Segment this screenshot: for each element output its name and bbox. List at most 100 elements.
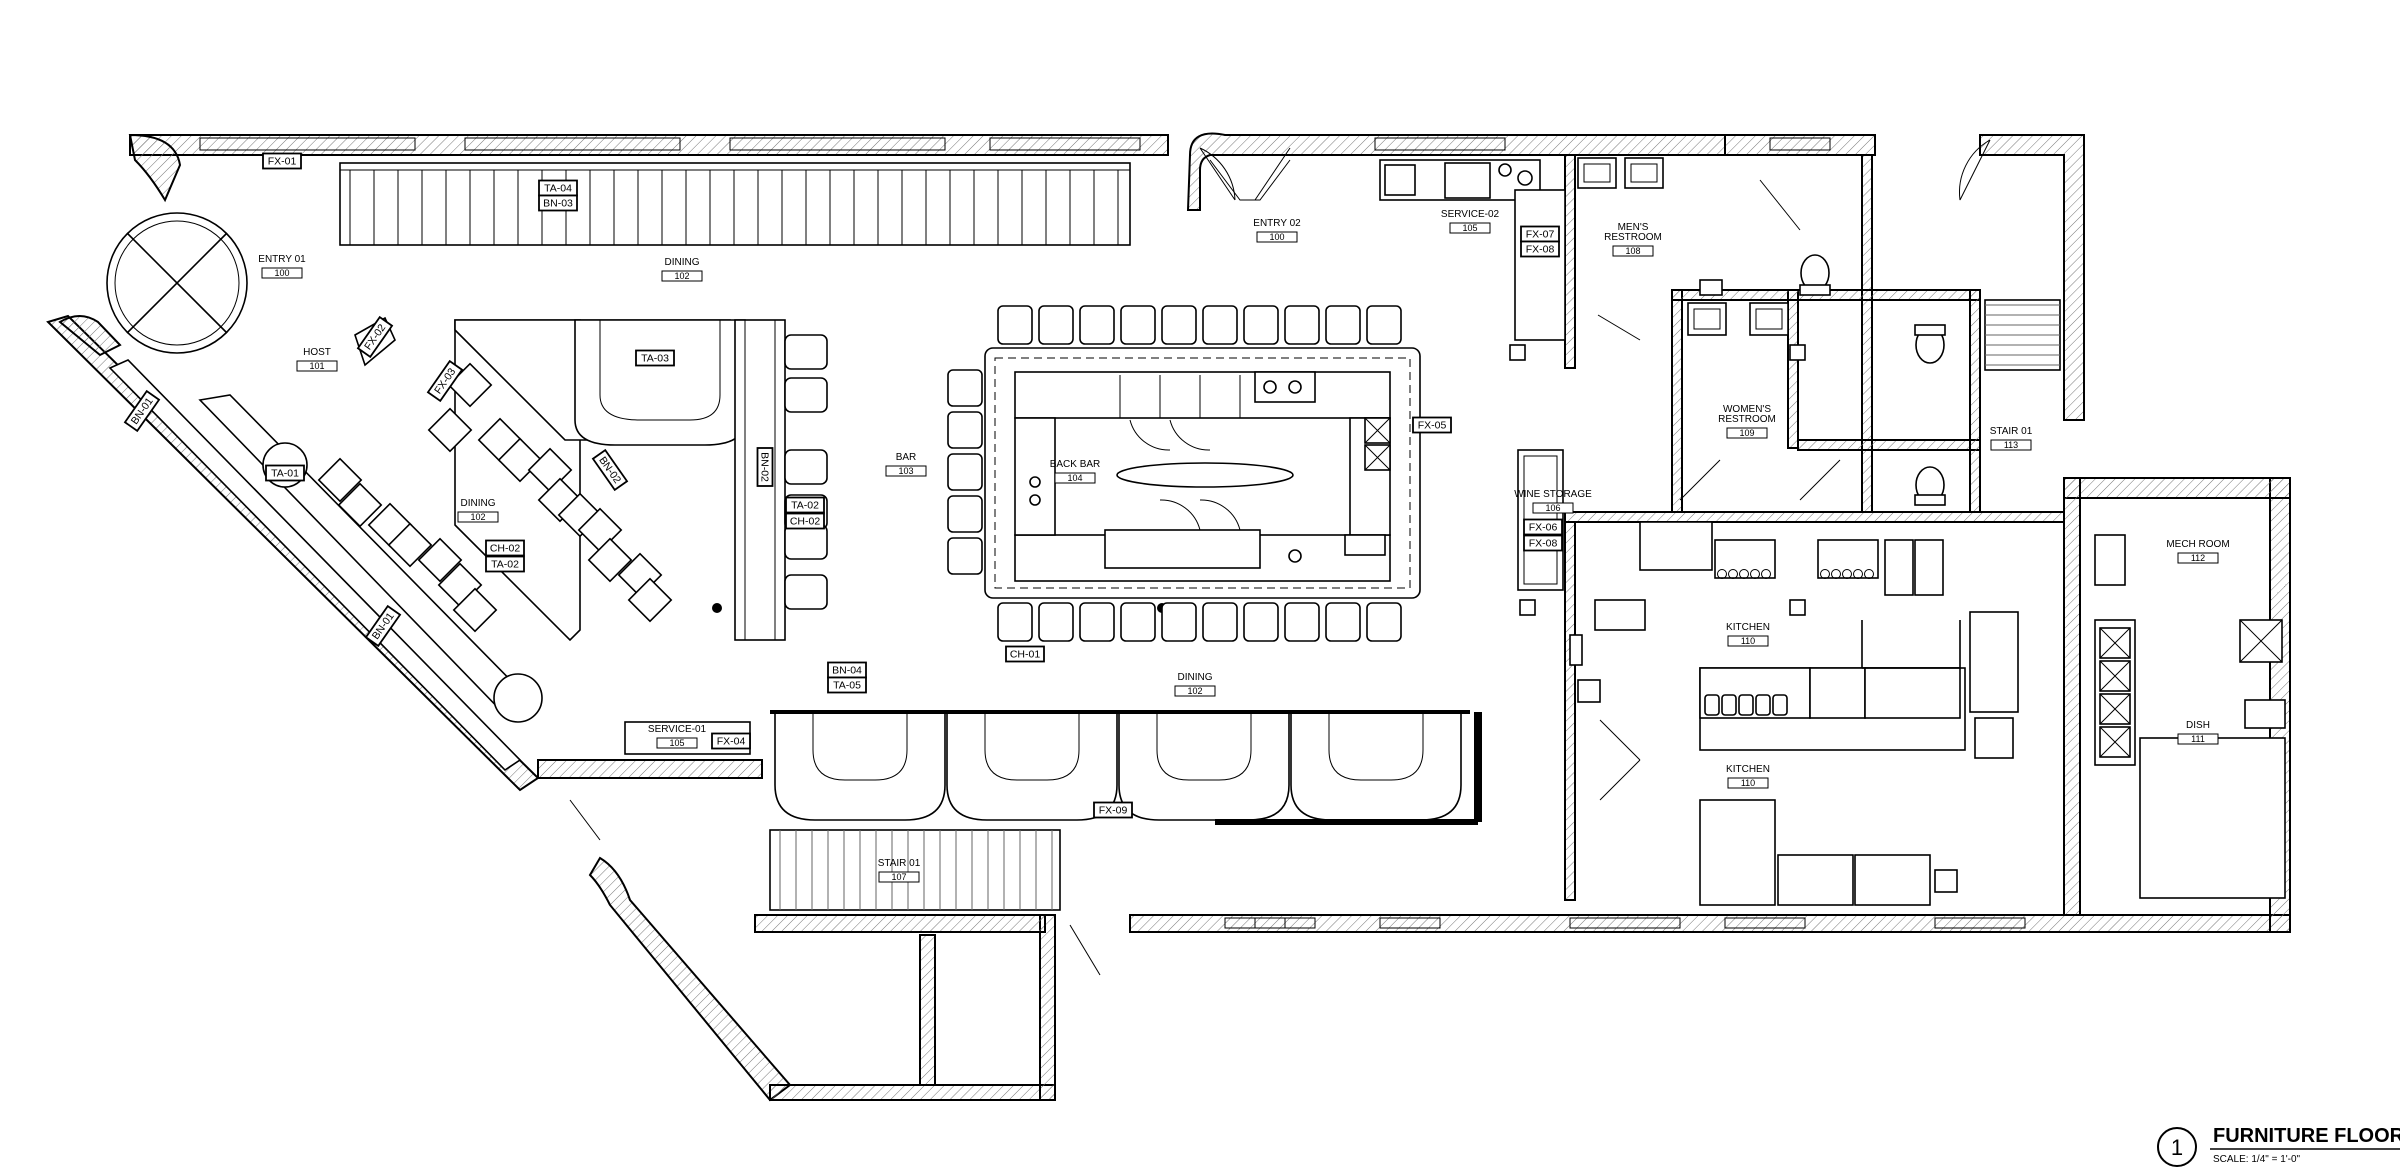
room-name: DINING: [1178, 672, 1213, 683]
room-number: 105: [669, 738, 684, 748]
burner: [1761, 569, 1771, 579]
tag-label: TA-03: [641, 352, 669, 364]
bar-stool: [1325, 602, 1361, 642]
tag-label: CH-02: [790, 515, 821, 527]
well: [1772, 694, 1788, 716]
furniture-tag: TA-05: [827, 676, 867, 694]
tag-label: CH-02: [490, 542, 521, 554]
room-name: WOMEN'S: [1723, 404, 1771, 415]
booth-seat: [784, 574, 828, 610]
room-number: 109: [1739, 428, 1754, 438]
furniture-tag: TA-02: [485, 555, 525, 573]
furniture-tag: TA-04: [538, 179, 578, 197]
room-name: RESTROOM: [1718, 414, 1776, 425]
room-name: ENTRY 01: [258, 254, 306, 265]
tag-label: FX-01: [268, 155, 297, 167]
bar-stool: [997, 305, 1033, 345]
room-name: BAR: [896, 452, 917, 463]
restroom-fixtures: [1577, 157, 1946, 506]
bar-stool: [1243, 305, 1279, 345]
tag-label: FX-04: [717, 735, 746, 747]
bar-stool: [1284, 305, 1320, 345]
room-name: HOST: [303, 347, 331, 358]
bar-stool: [1243, 602, 1279, 642]
room-name: SERVICE-02: [1441, 209, 1500, 220]
bar-stool: [1325, 305, 1361, 345]
dining-chairs-left: [317, 362, 673, 633]
tag-label: BN-04: [832, 664, 862, 676]
booth: [1118, 712, 1290, 821]
drawing-title: FURNITURE FLOOR I: [2213, 1125, 2400, 1147]
tag-label: FX-08: [1526, 243, 1555, 255]
room-name: DISH: [2186, 720, 2210, 731]
bar-stool: [1079, 305, 1115, 345]
furniture-tag: CH-01: [1005, 645, 1045, 663]
stair-113: [1984, 299, 2061, 371]
furniture-tag: CH-02: [785, 512, 825, 530]
booth-ta-03: [574, 319, 746, 446]
furniture-tag: FX-02: [356, 315, 394, 359]
room-number: 107: [891, 872, 906, 882]
dish-racks: [2099, 627, 2131, 758]
room-name: DINING: [665, 257, 700, 268]
room-number: 100: [274, 268, 289, 278]
north-banquette: [339, 162, 1131, 246]
furniture-tag: FX-01: [262, 152, 302, 170]
room-number: 113: [2004, 440, 2018, 450]
revolving-door: [106, 212, 248, 354]
room-number: 100: [1269, 232, 1284, 242]
kitchen-burners: [1704, 569, 1874, 716]
furniture-tag: FX-08: [1520, 240, 1560, 258]
room-name: DINING: [461, 498, 496, 509]
burner: [1842, 569, 1852, 579]
bar-stool: [1161, 305, 1197, 345]
tag-label: BN-02: [759, 452, 771, 482]
bar-stool: [947, 453, 983, 491]
furniture-tag: BN-02: [591, 448, 629, 492]
title-block: 1 FURNITURE FLOOR I SCALE: 1/4" = 1'-0": [2157, 1125, 2400, 1167]
room-number: 106: [1545, 503, 1560, 513]
bar-stool: [947, 411, 983, 449]
room-number: 101: [309, 361, 324, 371]
bar-stool: [1366, 602, 1402, 642]
burner: [1750, 569, 1760, 579]
room-number: 111: [2191, 734, 2205, 744]
tag-label: TA-02: [491, 558, 519, 570]
room-number: 108: [1625, 246, 1640, 256]
room-number: 102: [470, 512, 485, 522]
tag-label: FX-09: [1099, 804, 1128, 816]
furniture-tag: TA-02: [785, 496, 825, 514]
tag-label: CH-01: [1010, 648, 1041, 660]
bar-stool: [1284, 602, 1320, 642]
well: [1721, 694, 1737, 716]
well: [1738, 694, 1754, 716]
tag-label: TA-02: [791, 499, 819, 511]
bar-stool: [1038, 305, 1074, 345]
dining-chair: [387, 522, 433, 568]
room-name: RESTROOM: [1604, 232, 1662, 243]
dining-chair: [427, 407, 473, 453]
booth: [774, 712, 946, 821]
furniture-tag: BN-02: [756, 447, 774, 487]
bar-stool: [1202, 602, 1238, 642]
doors: [569, 139, 1991, 976]
room-name: WINE STORAGE: [1514, 489, 1592, 500]
burner: [1864, 569, 1874, 579]
bar-stool: [1038, 602, 1074, 642]
room-number: 110: [1741, 778, 1755, 788]
well: [1755, 694, 1771, 716]
furniture-tag: TA-01: [265, 464, 305, 482]
tag-label: BN-03: [543, 197, 573, 209]
booth-seat: [784, 449, 828, 485]
furniture-tag: FX-04: [711, 732, 751, 750]
furniture-tag: BN-03: [538, 194, 578, 212]
dining-chair: [627, 577, 673, 623]
dining-chair: [317, 457, 363, 503]
furniture-tags: FX-01TA-04BN-03TA-03FX-03FX-02BN-01TA-01…: [123, 152, 1563, 819]
kitchen-equipment: [1509, 344, 2019, 906]
booth: [946, 712, 1118, 821]
bar-stool: [1120, 305, 1156, 345]
room-number: 104: [1067, 473, 1082, 483]
booth: [1290, 712, 1462, 821]
